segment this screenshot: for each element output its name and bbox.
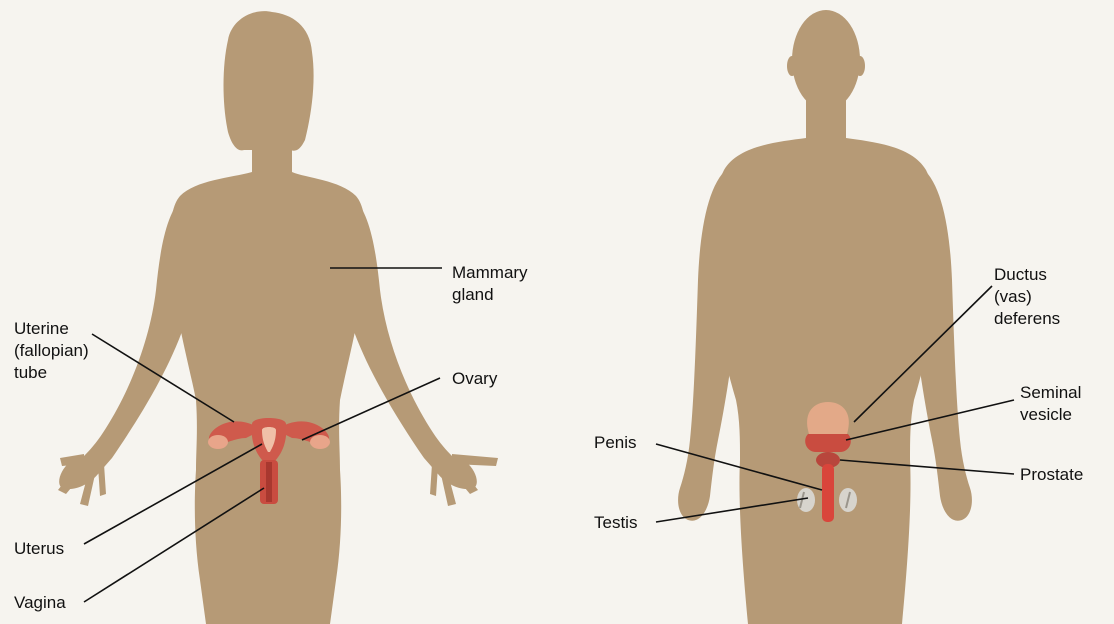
- label-vagina: Vagina: [14, 592, 66, 614]
- male-silhouette: [678, 10, 972, 624]
- female-silhouette: [58, 11, 498, 624]
- ovary-left: [208, 435, 228, 449]
- label-testis: Testis: [594, 512, 637, 534]
- seminal-vesicle: [805, 434, 851, 452]
- ovary-right: [310, 435, 330, 449]
- label-seminal-vesicle: Seminal vesicle: [1020, 382, 1081, 426]
- label-ductus-deferens: Ductus (vas) deferens: [994, 264, 1060, 330]
- label-uterine-tube: Uterine (fallopian) tube: [14, 318, 89, 384]
- label-mammary-gland: Mammary gland: [452, 262, 528, 306]
- label-prostate: Prostate: [1020, 464, 1083, 486]
- label-penis: Penis: [594, 432, 637, 454]
- penis: [822, 464, 834, 522]
- label-ovary: Ovary: [452, 368, 497, 390]
- label-uterus: Uterus: [14, 538, 64, 560]
